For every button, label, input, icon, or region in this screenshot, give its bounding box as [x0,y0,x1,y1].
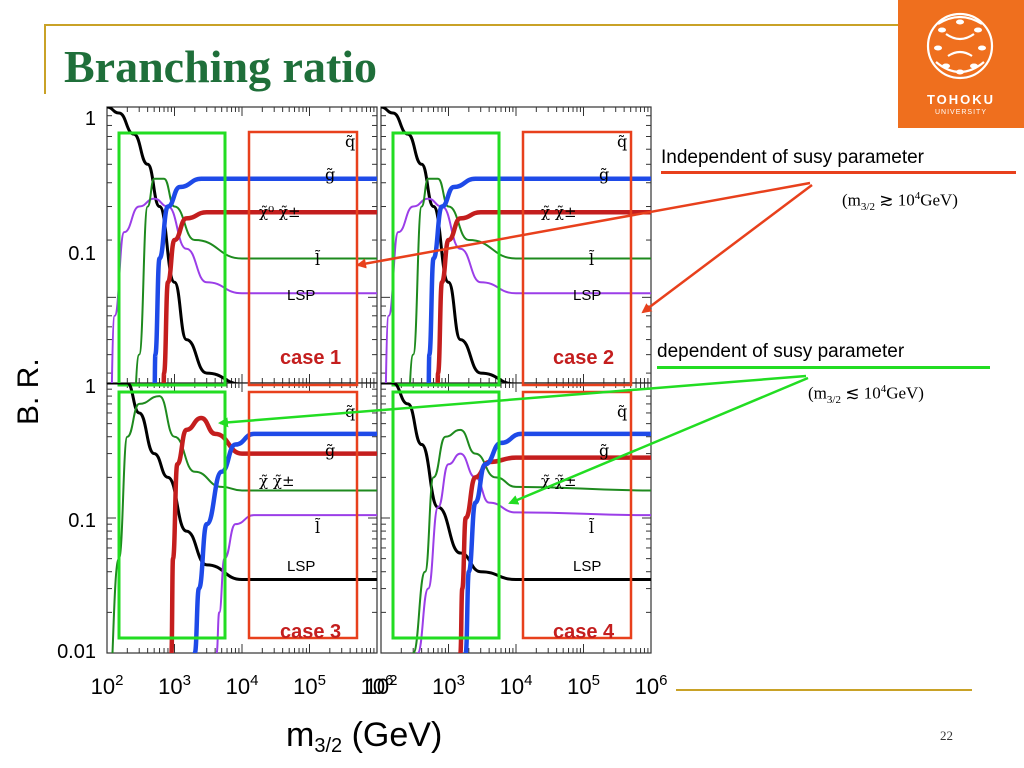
series-black [381,107,651,383]
series-red [161,209,377,383]
series-purple [110,197,377,383]
series-black [107,107,377,383]
page-number: 22 [940,728,953,743]
y-tick-label: 1 [85,376,96,398]
logo-name: TOHOKU [926,92,996,107]
x-tick-label: 103 [158,672,191,699]
x-tick-label: 106 [635,672,668,699]
arrow-to-case2 [641,184,813,314]
chi-label: χ̃⁰ χ̃± [259,203,301,221]
series-purple [384,197,651,383]
gluino-label: g̃ [599,441,609,460]
series-red [458,455,651,653]
panel-3-curves [107,383,377,653]
series-purple [215,514,377,653]
condition-dependent: (m3/2 ≲ 104GeV) [808,383,924,407]
frame-left-line [44,24,46,94]
slepton-label: l̃ [589,250,595,269]
y-tick-label: 0.1 [68,510,96,532]
slepton-label: l̃ [315,250,321,269]
lsp-label: LSP [287,287,315,304]
leaf-emblem-icon [926,12,994,80]
arrow-to-case1 [356,181,811,269]
lsp-label: LSP [287,558,315,575]
case-label: case 1 [280,347,341,369]
high-mass-box [521,390,633,640]
series-blue [192,431,377,653]
series-black [381,383,651,582]
x-tick-label: 104 [500,672,533,699]
series-blue [463,431,651,653]
low-mass-box [117,131,227,387]
gluino-label: g̃ [325,165,335,184]
arrow-to-case4 [508,376,809,505]
panel-frame [380,106,652,384]
squark-label: q̃ [617,402,627,421]
slide-title: Branching ratio [64,41,378,92]
x-tick-label: 103 [432,672,465,699]
panel-2-curves [381,107,651,383]
y-tick-label: 0.1 [68,243,96,265]
series-green [409,177,651,383]
series-red [169,415,377,653]
y-tick-label: 1 [85,108,96,130]
squark-label: q̃ [617,132,627,151]
gluino-label: g̃ [325,441,335,460]
chi-label: χ̃ χ̃± [259,472,295,490]
case-label: case 3 [280,621,341,643]
logo-subtitle: UNIVERSITY [934,109,987,116]
x-tick-label: 104 [226,672,259,699]
lsp-label: LSP [573,287,601,304]
case-label: case 2 [553,347,614,369]
high-mass-box [521,130,633,387]
slepton-label: l̃ [589,518,595,537]
panel-1-curves [107,107,377,383]
low-mass-box [391,390,501,640]
low-mass-box [117,390,227,640]
x-tick-label: 106 [361,672,394,699]
x-tick-label: 105 [567,672,600,699]
series-green [135,177,377,383]
panel-frame [380,382,652,654]
series-green [412,428,651,653]
frame-bottom-line [676,689,972,691]
frame-top-line [44,24,898,26]
series-purple [416,452,651,653]
arrow-to-case3 [218,374,807,428]
note-independent-underline [661,171,1016,174]
x-tick-label: 105 [293,672,326,699]
x-tick-label: 102 [91,672,124,699]
case-label: case 4 [553,621,615,643]
x-axis-label: m3/2 (GeV) [286,716,442,757]
condition-independent: (m3/2 ≳ 104GeV) [842,190,958,214]
squark-label: q̃ [345,132,355,151]
x-tick-label: 102 [365,672,398,699]
y-axis-label: B. R. [12,358,45,425]
lsp-label: LSP [573,558,601,575]
high-mass-box [247,130,359,387]
panel-frame [106,106,378,384]
slepton-label: l̃ [315,518,321,537]
series-red [435,209,651,383]
panel-frame [106,382,378,654]
panel-4-curves [381,383,651,653]
note-dependent: dependent of susy parameter [657,341,905,362]
gluino-label: g̃ [599,165,609,184]
note-independent: Independent of susy parameter [661,147,925,168]
series-blue [426,176,651,383]
note-dependent-underline [657,366,990,369]
tohoku-logo: TOHOKU UNIVERSITY [898,0,1024,128]
chi-label: χ̃ χ̃± [541,203,577,221]
y-tick-label: 0.01 [57,641,96,663]
high-mass-box [247,390,359,640]
series-blue [152,176,377,383]
